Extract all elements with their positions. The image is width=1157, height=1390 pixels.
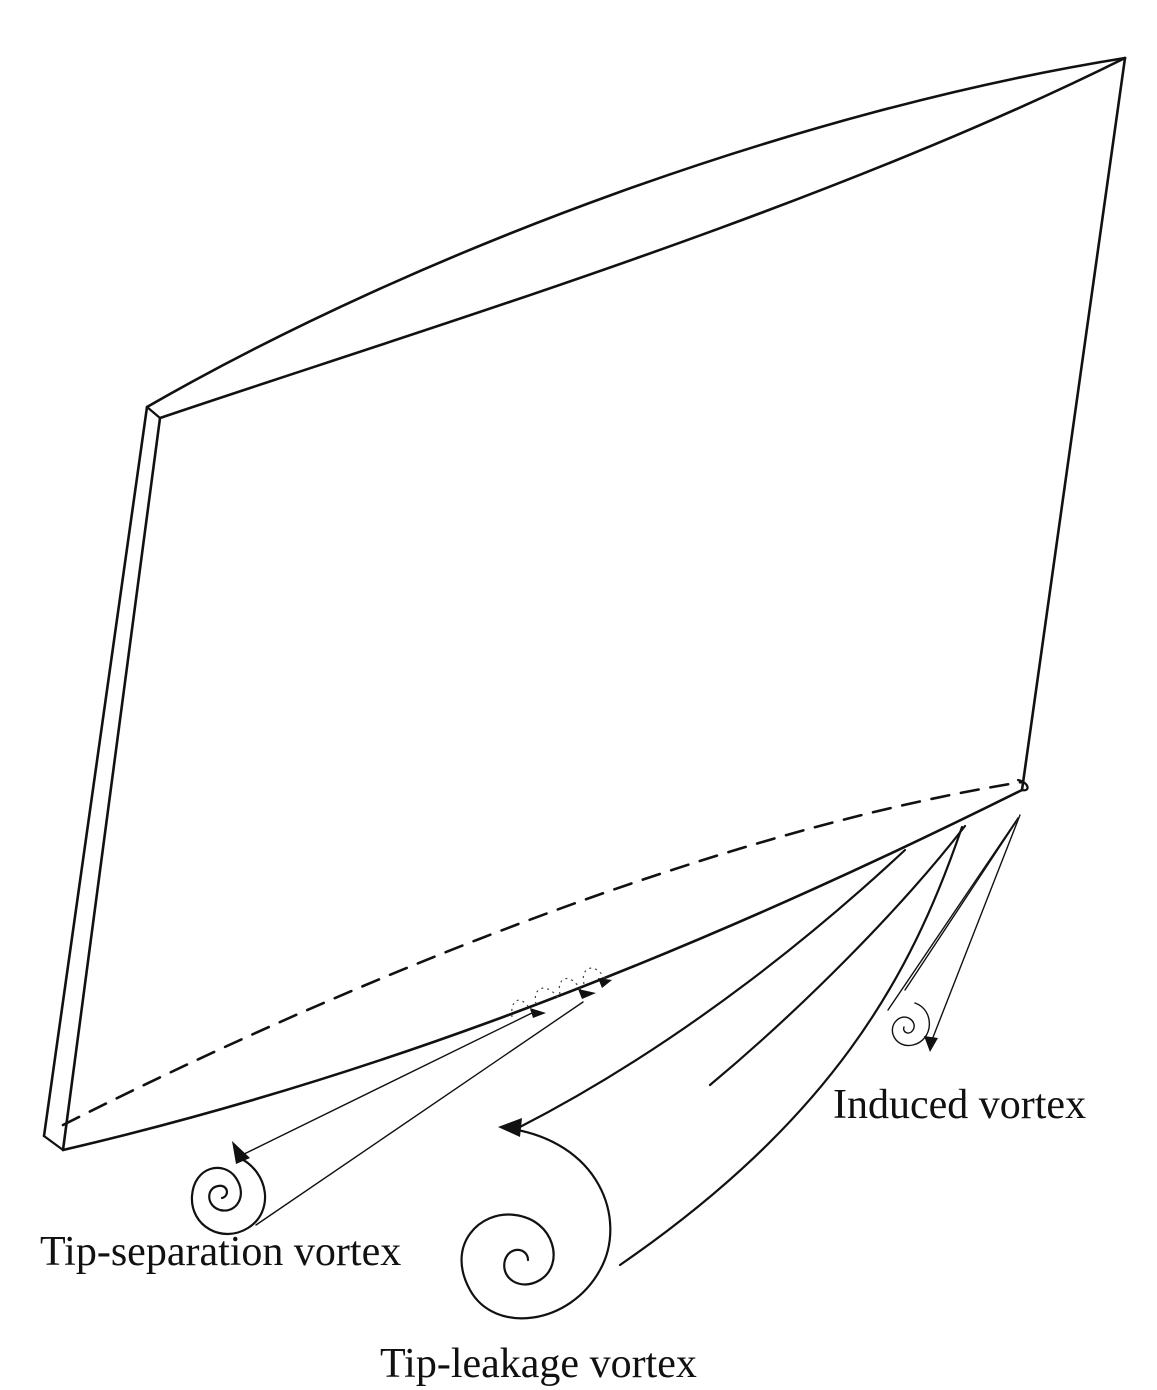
tip-separation-vortex xyxy=(190,1001,584,1235)
induced-vortex-label: Induced vortex xyxy=(833,1082,1086,1128)
tip-separation-vortex-label: Tip-separation vortex xyxy=(40,1229,401,1275)
blade-top-airfoil xyxy=(145,56,1127,420)
blade-leading-edge xyxy=(42,405,162,1152)
tip-leakage-vortex xyxy=(460,824,967,1320)
blade-tip-airfoil xyxy=(61,778,1029,1152)
blade-trailing-edge xyxy=(1020,56,1127,792)
tip-leakage-vortex-label: Tip-leakage vortex xyxy=(380,1341,697,1387)
induced-vortex xyxy=(887,814,1021,1052)
tip-leakage-streamlines xyxy=(511,967,612,1018)
